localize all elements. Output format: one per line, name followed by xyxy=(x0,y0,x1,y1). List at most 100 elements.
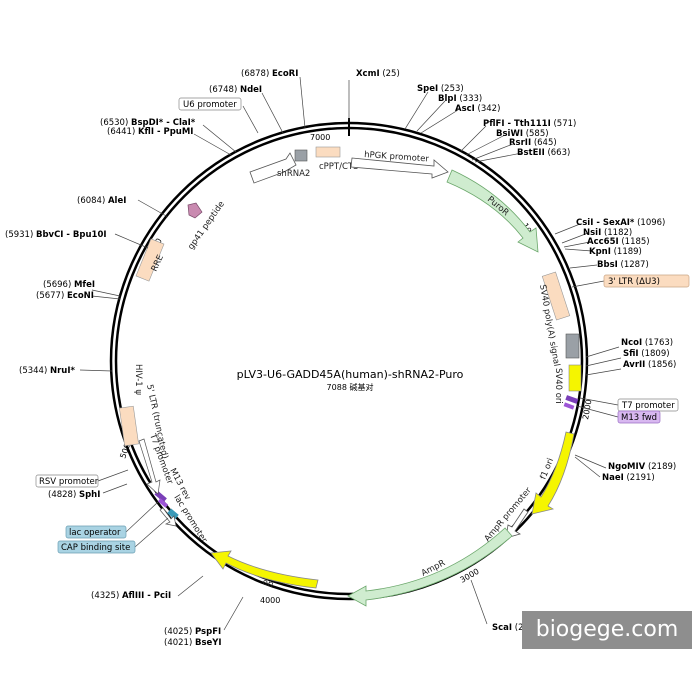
svg-text:(4828) SphI: (4828) SphI xyxy=(48,490,100,500)
lac-promoter-arrow xyxy=(159,507,177,527)
tick-2000: 2000 xyxy=(581,399,593,421)
svg-text:BstEII (663): BstEII (663) xyxy=(517,148,570,158)
site-econi: (5677) EcoNI xyxy=(36,291,94,301)
site-alei: (6084) AleI xyxy=(77,196,126,206)
svg-text:BlpI (333): BlpI (333) xyxy=(438,94,482,104)
site-nrui: (5344) NruI* xyxy=(19,366,75,376)
site-ngomiv: NgoMIV (2189) xyxy=(608,462,676,472)
shrna2-label: shRNA2 xyxy=(277,169,310,179)
svg-text:Acc65I (1185): Acc65I (1185) xyxy=(587,237,650,247)
svg-text:(6441) KflI - PpuMI: (6441) KflI - PpuMI xyxy=(107,127,193,137)
svg-text:CAP binding site: CAP binding site xyxy=(61,543,130,553)
site-ndei: (6748) NdeI xyxy=(209,85,262,95)
tick-7000: 7000 xyxy=(310,133,330,142)
svg-text:M13 fwd: M13 fwd xyxy=(621,413,657,423)
site-rsrii: RsrII (645) xyxy=(509,138,557,148)
svg-text:PflFI - Tth111I (571): PflFI - Tth111I (571) xyxy=(483,119,576,129)
svg-text:NaeI (2191): NaeI (2191) xyxy=(602,473,655,483)
cppt-label: cPPT/CTS xyxy=(319,162,359,172)
svg-text:KpnI (1189): KpnI (1189) xyxy=(589,247,642,257)
svg-text:BsiWI (585): BsiWI (585) xyxy=(496,129,549,139)
site-sfii: SfiI (1809) xyxy=(623,349,670,359)
cap-site-callout: CAP binding site xyxy=(57,517,169,554)
site-blpi: BlpI (333) xyxy=(438,94,482,104)
f1ori-arrow xyxy=(531,431,575,515)
plasmid-length: 7088 碱基对 xyxy=(327,382,374,392)
svg-text:RSV promoter: RSV promoter xyxy=(39,477,99,487)
tick-4000: 4000 xyxy=(260,596,280,605)
ori-label: ori xyxy=(261,577,275,590)
plasmid-title: pLV3-U6-GADD45A(human)-shRNA2-Puro xyxy=(237,368,464,381)
site-pflfi-tth111i: PflFI - Tth111I (571) xyxy=(483,119,576,129)
m13rev-mark xyxy=(157,498,169,508)
site-asci: AscI (342) xyxy=(455,104,500,114)
svg-text:(4325) AflIII - PciI: (4325) AflIII - PciI xyxy=(91,591,171,601)
u6-promoter-callout: U6 promoter xyxy=(178,97,259,134)
svg-text:NgoMIV (2189): NgoMIV (2189) xyxy=(608,462,676,472)
hpgk-arrow xyxy=(350,157,449,179)
svg-text:(4025) PspFI: (4025) PspFI xyxy=(164,627,221,637)
svg-text:T7 promoter: T7 promoter xyxy=(621,401,675,411)
hpgk-label: hPGK promoter xyxy=(364,150,430,165)
site-acc65i: Acc65I (1185) xyxy=(587,237,650,247)
svg-text:RsrII (645): RsrII (645) xyxy=(509,138,557,148)
svg-text:(5344) NruI*: (5344) NruI* xyxy=(19,366,75,376)
svg-text:U6 promoter: U6 promoter xyxy=(183,100,237,110)
svg-text:lac operator: lac operator xyxy=(69,528,121,538)
site-xcmi: XcmI (25) xyxy=(356,69,400,79)
svg-text:AvrII (1856): AvrII (1856) xyxy=(623,360,676,370)
ltr3-callout: 3' LTR (ΔU3) xyxy=(571,274,690,288)
watermark: biogege.com xyxy=(522,611,692,649)
ampr-arrow xyxy=(347,527,513,607)
site-sphi: (4828) SphI xyxy=(48,490,100,500)
svg-text:SpeI (253): SpeI (253) xyxy=(417,84,464,94)
site-bbsi: BbsI (1287) xyxy=(597,260,649,270)
site-kpni: KpnI (1189) xyxy=(589,247,642,257)
svg-text:NsiI (1182): NsiI (1182) xyxy=(583,228,632,238)
site-bseyi: (4021) BseYI xyxy=(164,638,222,648)
svg-text:(6084) AleI: (6084) AleI xyxy=(77,196,126,206)
shrna2-arrow xyxy=(249,152,297,184)
site-bbvci-bpu10i: (5931) BbvCI - Bpu10I xyxy=(5,230,107,240)
lac-operator-callout: lac operator xyxy=(65,501,159,539)
sv40ori-box xyxy=(568,364,582,392)
site-nsii: NsiI (1182) xyxy=(583,228,632,238)
cap-site-mark xyxy=(167,508,179,520)
svg-text:(4021) BseYI: (4021) BseYI xyxy=(164,638,222,648)
ltr5-box xyxy=(119,405,139,447)
svg-text:NcoI (1763): NcoI (1763) xyxy=(621,338,673,348)
small-gray-box xyxy=(294,149,308,162)
svg-text:AscI (342): AscI (342) xyxy=(455,104,500,114)
svg-text:SfiI (1809): SfiI (1809) xyxy=(623,349,670,359)
m13fwd-mark xyxy=(563,402,575,410)
site-csii-sexai: CsiI - SexAI* (1096) xyxy=(576,218,665,228)
svg-text:XcmI (25): XcmI (25) xyxy=(356,69,400,79)
svg-text:BbsI (1287): BbsI (1287) xyxy=(597,260,649,270)
svg-text:(5931) BbvCI - Bpu10I: (5931) BbvCI - Bpu10I xyxy=(5,230,107,240)
site-bsiwi: BsiWI (585) xyxy=(496,129,549,139)
rsv-promoter-callout: RSV promoter xyxy=(35,469,129,488)
m13fwd-callout: M13 fwd xyxy=(576,405,661,424)
site-ncoi: NcoI (1763) xyxy=(621,338,673,348)
svg-text:(6878) EcoRI: (6878) EcoRI xyxy=(241,69,298,79)
rre-box xyxy=(135,238,165,282)
svg-text:(5696) MfeI: (5696) MfeI xyxy=(43,280,95,290)
svg-text:(6748) NdeI: (6748) NdeI xyxy=(209,85,262,95)
t7-promoter-callout: T7 promoter xyxy=(579,397,679,412)
site-pspfi: (4025) PspFI xyxy=(164,627,221,637)
puror-arrow xyxy=(446,169,539,253)
backbone-inner xyxy=(114,126,584,596)
site-bspdi-clai: (6530) BspDI* - ClaI* xyxy=(100,118,196,128)
sv40pa-box xyxy=(565,333,580,359)
site-ecori: (6878) EcoRI xyxy=(241,69,298,79)
site-naei: NaeI (2191) xyxy=(602,473,655,483)
svg-text:(6530) BspDI* - ClaI*: (6530) BspDI* - ClaI* xyxy=(100,118,196,128)
site-mfei: (5696) MfeI xyxy=(43,280,95,290)
svg-text:CsiI - SexAI* (1096): CsiI - SexAI* (1096) xyxy=(576,218,665,228)
sv40ori-label: SV40 ori xyxy=(553,368,563,404)
site-spei: SpeI (253) xyxy=(417,84,464,94)
t7-mark xyxy=(565,395,579,404)
svg-text:3' LTR (ΔU3): 3' LTR (ΔU3) xyxy=(608,277,660,287)
hiv-label: HIV-1 ψ xyxy=(133,364,143,395)
